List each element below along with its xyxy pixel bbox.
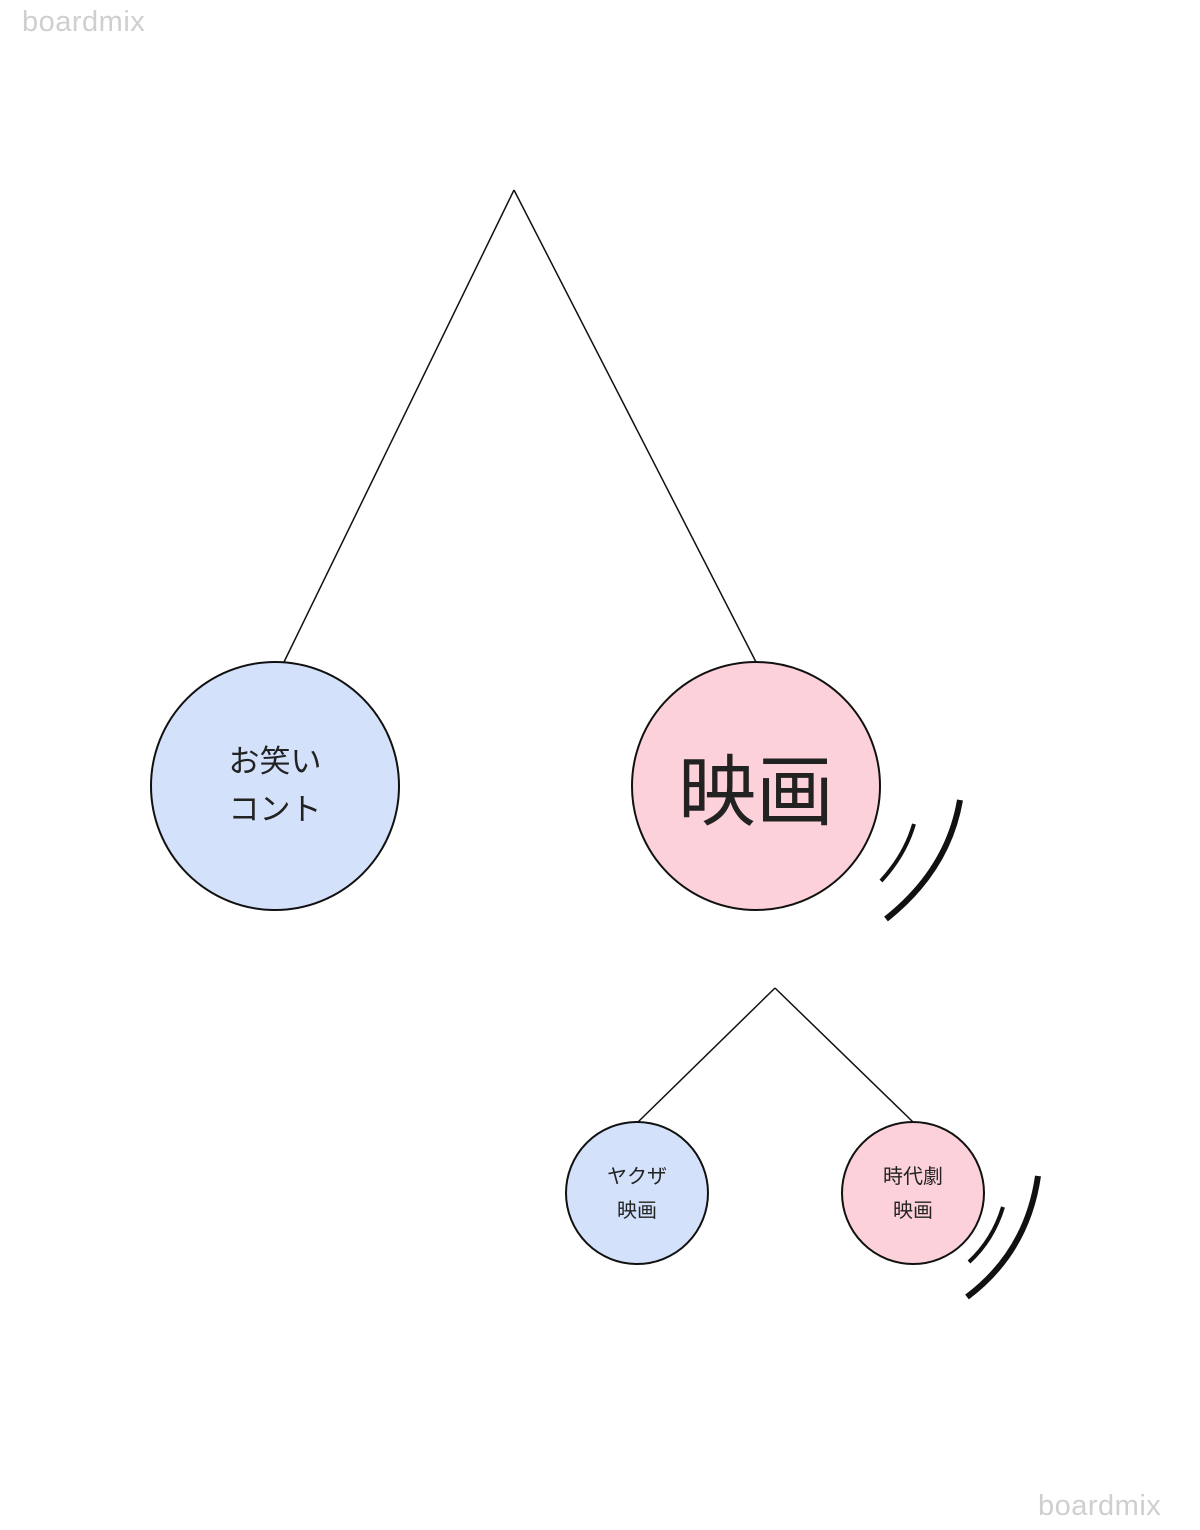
edge-top-left [283,189,515,663]
yakuza-label-line2: 映画 [617,1198,657,1222]
comedy-label-line2: コント [228,792,322,828]
node-yakuza[interactable] [565,1121,709,1265]
watermark-top-left: boardmix [22,6,146,38]
edge-bottom-left [637,987,776,1123]
yakuza-label: ヤクザ 映画 [566,1122,708,1264]
node-comedy[interactable] [150,661,400,911]
edge-top-right [513,189,757,663]
motion-mark-outer [884,799,963,922]
movie-label-text: 映画 [677,748,834,838]
motion-mark-small-outer [965,1175,1041,1300]
comedy-label: お笑い コント [150,662,400,910]
node-movie[interactable] [631,661,881,911]
comedy-label-line1: お笑い [228,744,322,780]
watermark-bottom-right: boardmix [1038,1490,1162,1522]
movie-label: 映画 [631,662,881,910]
edge-bottom-right [774,987,914,1123]
jidaigeki-label-line1: 時代劇 [883,1164,943,1188]
motion-mark-inner [879,823,916,883]
node-jidaigeki[interactable] [841,1121,985,1265]
jidaigeki-label: 時代劇 映画 [842,1122,984,1264]
motion-mark-small-inner [967,1206,1005,1264]
jidaigeki-label-line2: 映画 [893,1198,933,1222]
yakuza-label-line1: ヤクザ [607,1164,667,1188]
